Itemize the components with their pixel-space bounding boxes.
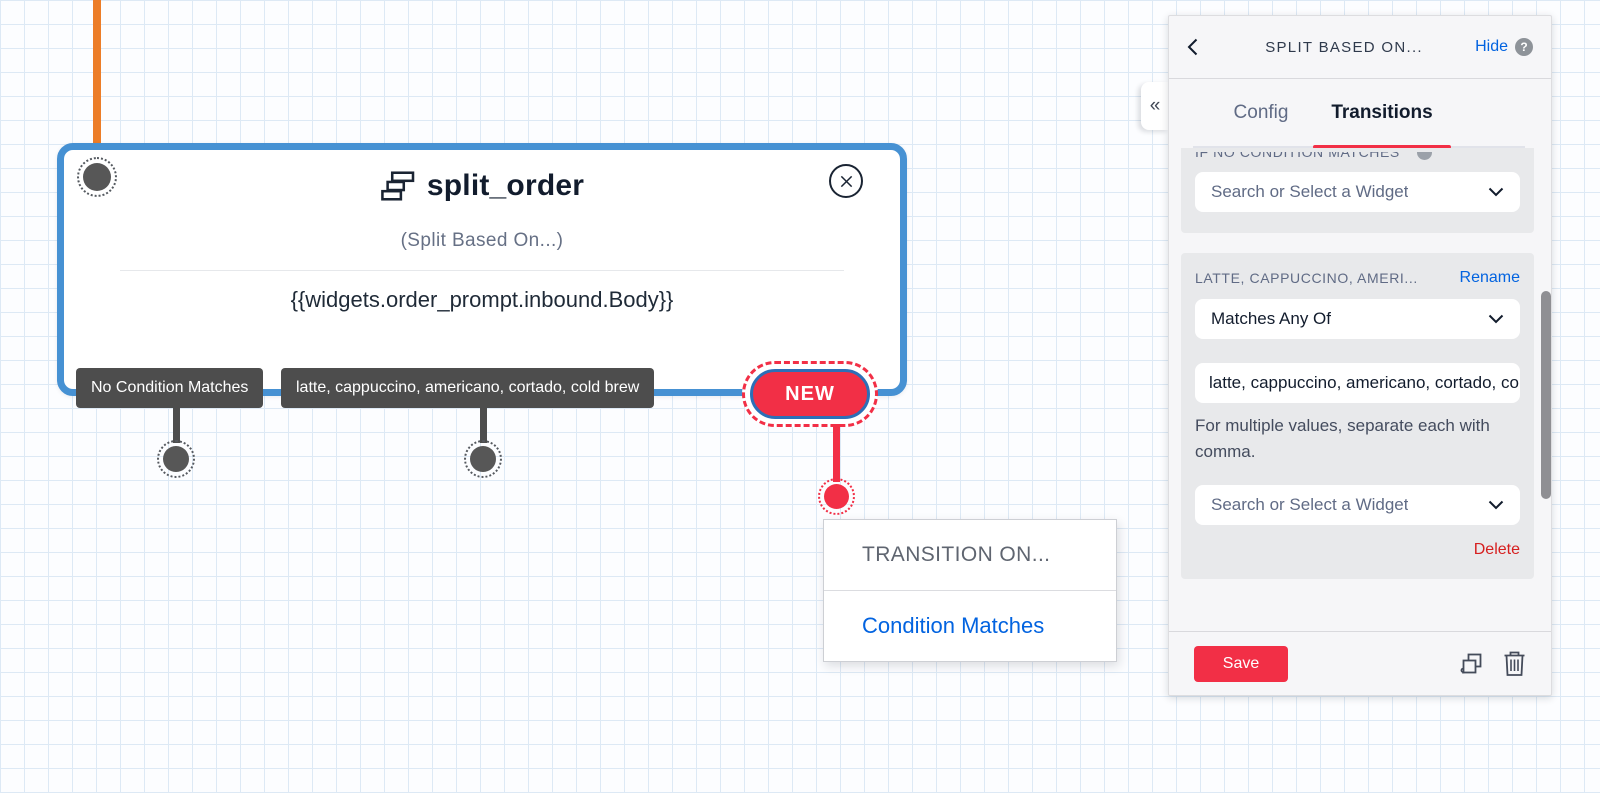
widget-title-row: split_order [380, 166, 584, 206]
no-condition-widget-select[interactable]: Search or Select a Widget [1195, 172, 1520, 212]
condition-widget-select[interactable]: Search or Select a Widget [1195, 485, 1520, 525]
chevron-down-icon [1488, 314, 1504, 324]
widget-type-label: (Split Based On...) [400, 230, 564, 251]
incoming-connector-line [93, 0, 101, 147]
widget-split-order[interactable]: split_order (Split Based On...) {{widget… [57, 143, 907, 396]
back-chevron-icon[interactable] [1187, 38, 1213, 56]
chevron-down-icon [1488, 187, 1504, 197]
new-transition-outline: NEW [742, 361, 878, 427]
panel-scroll-area[interactable]: IF NO CONDITION MATCHES Search or Select… [1169, 148, 1551, 633]
duplicate-icon[interactable] [1458, 650, 1485, 677]
transition-stem [480, 406, 487, 443]
active-tab-underline [1313, 145, 1451, 149]
transition-on-menu: TRANSITION ON... Condition Matches [823, 519, 1117, 662]
widget-divider [120, 270, 844, 271]
menu-option-condition-matches[interactable]: Condition Matches [862, 613, 1045, 638]
transition-output-port[interactable] [157, 440, 195, 478]
new-transition-port[interactable] [818, 478, 855, 515]
widget-select-placeholder: Search or Select a Widget [1211, 495, 1409, 514]
panel-title: SPLIT BASED ON... [1265, 38, 1423, 56]
chevron-down-icon [1488, 500, 1504, 510]
tab-config[interactable]: Config [1233, 101, 1289, 123]
trash-icon[interactable] [1503, 650, 1526, 677]
condition-section: LATTE, CAPPUCCINO, AMERI... Rename Match… [1181, 253, 1534, 579]
rename-link[interactable]: Rename [1459, 269, 1520, 286]
panel-header: SPLIT BASED ON... Hide ? [1169, 16, 1551, 79]
operator-value: Matches Any Of [1211, 309, 1331, 328]
scrollbar-thumb[interactable] [1541, 291, 1551, 499]
port-dot [83, 163, 111, 191]
tab-transitions[interactable]: Transitions [1331, 101, 1433, 123]
transition-on-menu-header: TRANSITION ON... [824, 520, 1116, 591]
close-icon[interactable] [829, 164, 863, 198]
panel-footer: Save [1169, 631, 1551, 695]
widget-name: split_order [426, 169, 585, 202]
save-button[interactable]: Save [1194, 645, 1288, 682]
operator-select[interactable]: Matches Any Of [1195, 299, 1520, 339]
no-condition-section: IF NO CONDITION MATCHES Search or Select… [1181, 148, 1534, 233]
transition-stem [173, 406, 180, 443]
no-condition-label: IF NO CONDITION MATCHES [1195, 152, 1400, 160]
hide-link[interactable]: Hide [1475, 38, 1508, 55]
port-dot [163, 446, 189, 472]
port-dot [470, 446, 496, 472]
widget-variable-text: {{widgets.order_prompt.inbound.Body}} [290, 287, 674, 312]
new-transition-stem [833, 424, 840, 482]
condition-section-label: LATTE, CAPPUCCINO, AMERI... [1195, 270, 1418, 286]
collapse-panel-icon[interactable]: « [1141, 82, 1169, 130]
widget-select-placeholder: Search or Select a Widget [1211, 182, 1409, 201]
delete-link[interactable]: Delete [1473, 541, 1520, 558]
transition-tag-condition-list[interactable]: latte, cappuccino, americano, cortado, c… [281, 368, 655, 408]
clipped-section-label-row: IF NO CONDITION MATCHES [1195, 152, 1520, 164]
inspector-panel: SPLIT BASED ON... Hide ? Config Transiti… [1168, 15, 1552, 696]
new-transition-button[interactable]: NEW [750, 369, 870, 419]
transition-output-port[interactable] [464, 440, 502, 478]
widget-input-port[interactable] [77, 157, 117, 197]
help-icon[interactable]: ? [1515, 38, 1533, 56]
helper-text: For multiple values, separate each with … [1195, 416, 1490, 461]
split-icon [380, 171, 416, 201]
transition-tag-no-condition[interactable]: No Condition Matches [76, 368, 264, 408]
port-dot [824, 484, 849, 509]
condition-value-input[interactable]: latte, cappuccino, americano, cortado, c… [1195, 363, 1520, 403]
panel-tabs: Config Transitions [1169, 79, 1551, 149]
help-icon [1417, 152, 1432, 160]
